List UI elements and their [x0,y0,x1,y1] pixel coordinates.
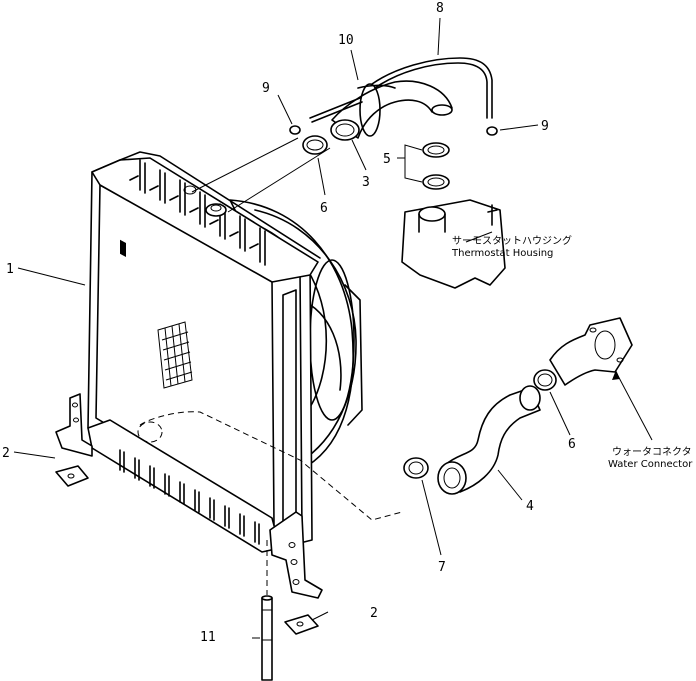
clamp-5-lower [422,174,450,190]
callout-6-lower: 6 [568,437,576,452]
callout-numbers: 1 2 2 3 4 5 6 6 7 8 9 9 10 11 [2,1,576,645]
mount-pad-2-left [55,465,89,487]
callout-8: 8 [436,1,444,16]
bypass-pipe [371,57,493,119]
gasket-9-right [486,126,498,136]
upper-hose-assembly [309,57,493,141]
clamp-7 [403,457,429,479]
right-mounting-bracket [269,511,323,599]
clamp-6-upper [302,135,328,155]
callout-2-right: 2 [370,606,378,621]
mount-pad-2-right [284,614,319,635]
callout-4: 4 [526,499,534,514]
callout-9-left: 9 [262,81,270,96]
radiator-filler-cap [205,203,227,217]
callout-5: 5 [383,152,391,167]
hose-clamps-lower [403,369,557,479]
callout-7: 7 [438,560,446,575]
thermostat-label-en: Thermostat Housing [451,248,553,259]
clamp-5-upper [422,142,450,158]
callout-2-left: 2 [2,446,10,461]
callout-9-right: 9 [541,119,549,134]
radiator-assembly [55,137,403,599]
breather-pipe [309,97,361,119]
leader-lines [13,17,653,639]
callout-10: 10 [338,33,354,48]
callout-6-upper: 6 [320,201,328,216]
hidden-outlet-path [139,411,403,521]
clamp-6-lower [533,369,557,391]
callout-11: 11 [200,630,216,645]
callout-1: 1 [6,262,14,277]
water-connector-label-en: Water Connector [608,459,693,470]
water-connector-label-jp: ウォータコネクタ [612,446,692,458]
thermostat-housing [401,199,506,289]
lower-water-hose [444,387,541,493]
thermostat-label-jp: サーモスタットハウジング [452,234,572,247]
lower-hose-assembly [437,317,633,495]
top-tank-fins [120,239,126,257]
gasket-9-left [289,125,301,135]
part-labels: サーモスタットハウジング Thermostat Housing ウォータコネクタ… [451,234,693,470]
left-mounting-bracket [55,393,93,457]
radiator-core-mesh [157,321,193,389]
hose-clamps-upper [302,135,450,190]
callout-3: 3 [362,175,370,190]
